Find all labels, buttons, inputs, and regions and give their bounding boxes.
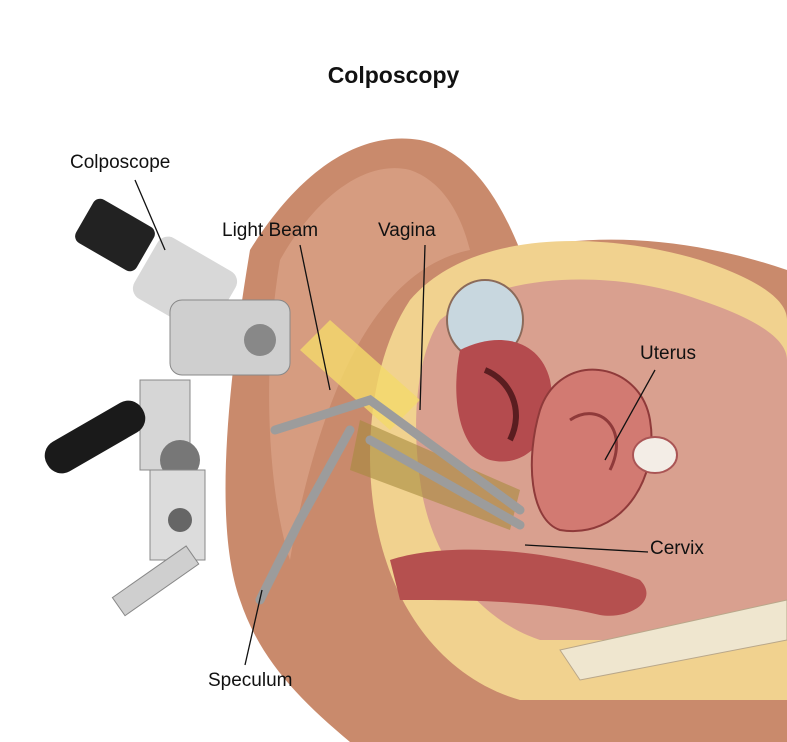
label-light-beam: Light Beam	[222, 220, 319, 241]
colposcope-instrument	[44, 198, 291, 617]
speculum-instrument	[255, 395, 525, 605]
label-vagina: Vagina	[378, 220, 436, 241]
label-uterus: Uterus	[640, 343, 696, 364]
body-highlight	[269, 168, 470, 560]
spine	[559, 599, 787, 681]
label-speculum: Speculum	[208, 670, 293, 691]
rectum	[390, 549, 647, 616]
uterus-organ	[530, 368, 653, 533]
diagram-title: Colposcopy	[327, 62, 460, 88]
label-colposcope: Colposcope	[70, 152, 171, 173]
label-cervix: Cervix	[650, 538, 704, 559]
vagina-organ	[456, 340, 552, 462]
light-beam	[300, 320, 420, 430]
leader-lines	[134, 179, 656, 666]
ovary	[632, 436, 678, 474]
